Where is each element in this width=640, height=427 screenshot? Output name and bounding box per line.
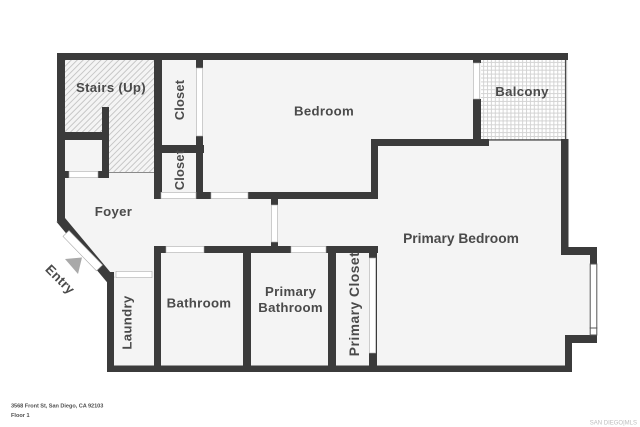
svg-text:Laundry: Laundry bbox=[120, 295, 135, 349]
svg-text:Primary: Primary bbox=[265, 284, 317, 299]
svg-text:Closet: Closet bbox=[172, 149, 187, 190]
svg-text:Bathroom: Bathroom bbox=[258, 300, 323, 315]
svg-text:Bedroom: Bedroom bbox=[294, 104, 354, 119]
svg-text:Closet: Closet bbox=[172, 79, 187, 120]
svg-text:3568 Front St, San Diego, CA 9: 3568 Front St, San Diego, CA 92103 bbox=[11, 404, 103, 410]
svg-text:Stairs (Up): Stairs (Up) bbox=[76, 80, 146, 95]
svg-text:Floor 1: Floor 1 bbox=[11, 413, 30, 419]
svg-text:Foyer: Foyer bbox=[95, 204, 132, 219]
svg-text:SAN DIEGO|MLS: SAN DIEGO|MLS bbox=[590, 421, 637, 427]
svg-text:Bathroom: Bathroom bbox=[167, 295, 232, 310]
svg-text:Primary Bedroom: Primary Bedroom bbox=[403, 231, 519, 246]
svg-text:Balcony: Balcony bbox=[495, 84, 549, 99]
svg-text:Primary Closet: Primary Closet bbox=[347, 252, 362, 356]
